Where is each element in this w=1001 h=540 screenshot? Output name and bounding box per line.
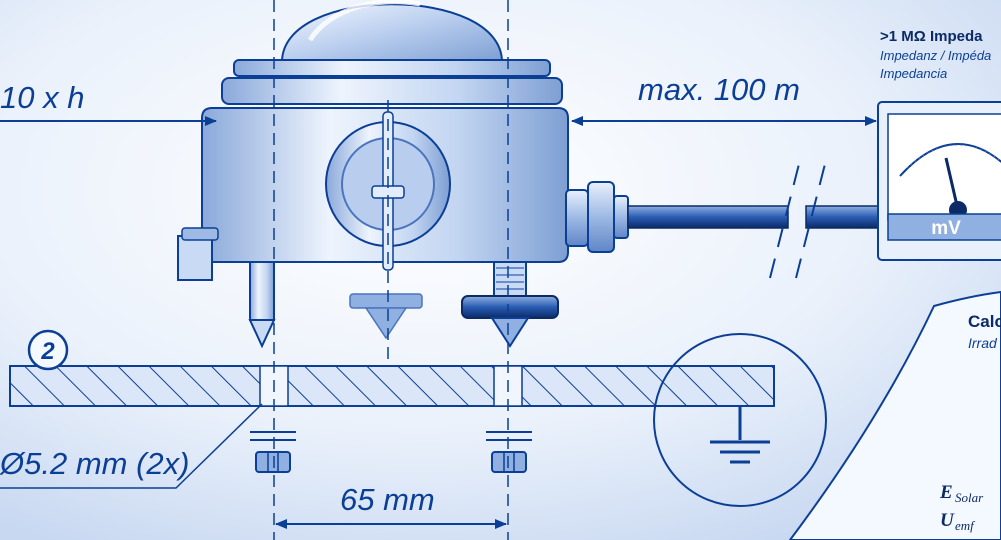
sun-shield-rim (221, 77, 563, 105)
cable (627, 205, 789, 229)
rear-levelling-foot (349, 293, 423, 340)
calculation-title: Calc (968, 312, 1001, 331)
ground-detail (653, 333, 827, 507)
formula-e-solar: E Solar (939, 482, 984, 505)
svg-text:Solar: Solar (955, 490, 984, 505)
step-number: 2 (40, 338, 55, 365)
hole-spec-label: Ø5.2 mm (2x) (0, 446, 189, 481)
calculation-panel (788, 290, 1001, 540)
meter-unit-label: mV (931, 218, 961, 239)
cable-length-label: max. 100 m (638, 72, 800, 107)
glass-dome (280, 3, 504, 63)
millivolt-meter: mV (877, 101, 1001, 261)
side-bracket (177, 235, 213, 281)
hole-spacing-label: 65 mm (340, 482, 435, 517)
mounting-plate (9, 365, 775, 407)
cable-end (805, 205, 881, 229)
horizon-distance-label: 10 x h (0, 80, 84, 115)
svg-text:U: U (940, 510, 955, 531)
formula-u-emf: U emf (940, 510, 976, 533)
impedance-subtitle-es: Impedancia (880, 66, 947, 81)
axis-lines (273, 0, 509, 540)
fixed-levelling-pin (248, 261, 276, 349)
svg-text:emf: emf (955, 518, 976, 533)
fastener-right (486, 431, 532, 473)
cable-break-marks (769, 159, 827, 279)
fastener-left (250, 431, 296, 473)
levelling-screw (461, 261, 559, 348)
calculation-subtitle: Irrad (968, 335, 998, 351)
hole-spec-leader (0, 403, 263, 489)
impedance-title: >1 MΩ Impeda (880, 28, 983, 45)
svg-text:E: E (939, 482, 953, 503)
impedance-subtitle-de-fr: Impedanz / Impéda (880, 48, 991, 63)
step-number-badge: 2 (27, 329, 69, 371)
upper-rim (233, 59, 551, 77)
cable-gland (565, 181, 629, 253)
